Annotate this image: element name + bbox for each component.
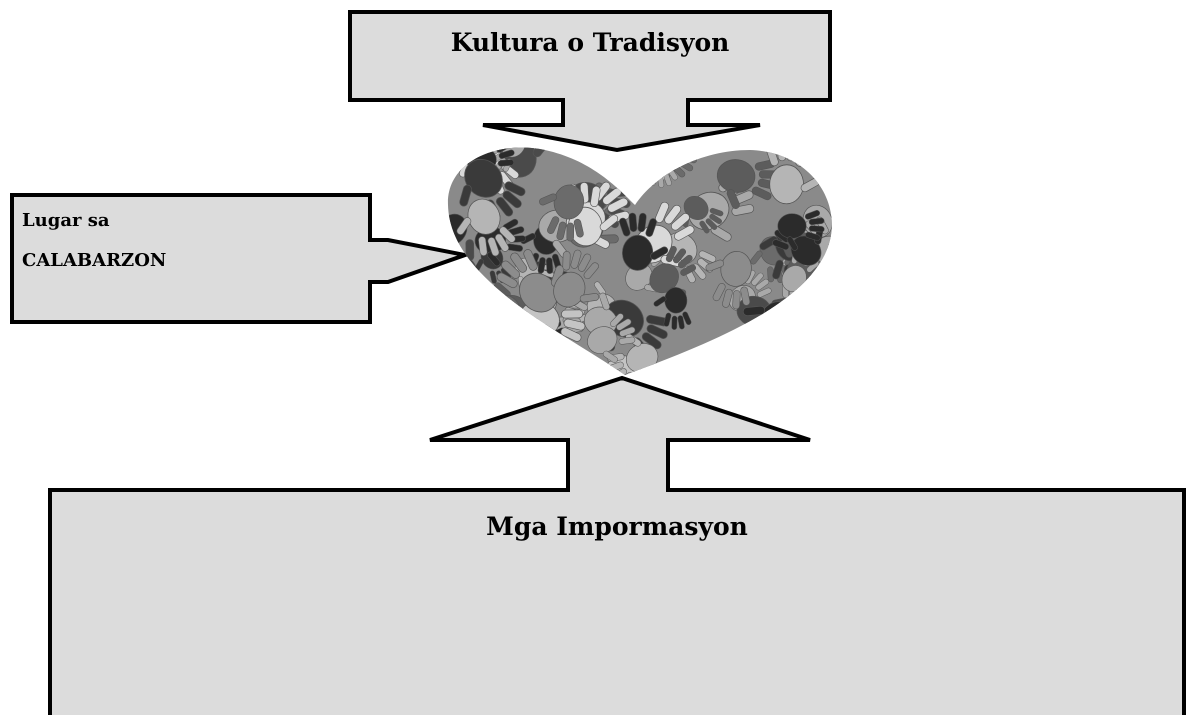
- hand-shape: [805, 259, 884, 337]
- left-box-label-line2: CALABARZON: [22, 252, 166, 270]
- bottom-box-label: Mga Impormasyon: [50, 512, 1184, 541]
- top-box-label: Kultura o Tradisyon: [350, 28, 830, 57]
- bottom-callout-box: [50, 378, 1184, 715]
- left-box-label-line1: Lugar sa: [22, 212, 110, 230]
- hand-shape: [788, 315, 842, 370]
- hand-shape: [776, 310, 858, 391]
- hand-shape: [439, 298, 502, 365]
